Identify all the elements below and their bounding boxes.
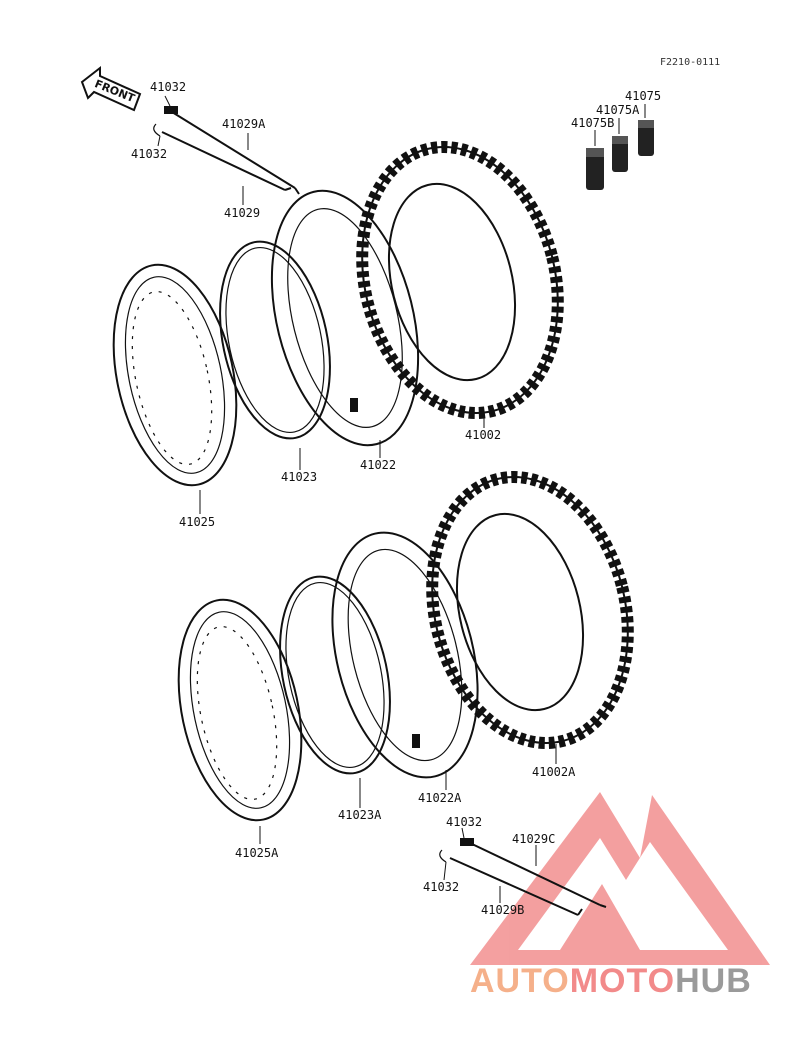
watermark-wordmark: AUTOMOTOHUB [470, 962, 800, 1001]
spoke-nipple-41075 [638, 120, 654, 156]
watermark-auto: AUTO [470, 962, 570, 1000]
tube-41022A [331, 531, 479, 779]
spoke-41029 [153, 123, 292, 191]
label-41029A: 41029A [222, 117, 266, 131]
label-41025A: 41025A [235, 846, 279, 860]
label-41022: 41022 [360, 458, 396, 472]
tube-41022 [270, 189, 420, 447]
diagram-code: F2210-0111 [660, 57, 720, 68]
spoke-41029C [460, 838, 607, 908]
spoke-41029B [439, 849, 583, 916]
label-41075A: 41075A [596, 103, 640, 117]
watermark-logo-icon [470, 792, 770, 965]
spoke-nipple-41075B [586, 148, 604, 190]
tire-41002 [356, 141, 564, 419]
label-41023: 41023 [281, 470, 317, 484]
rim-band-41023 [219, 240, 331, 440]
label-41025: 41025 [179, 515, 215, 529]
watermark-hub: HUB [675, 962, 752, 1000]
label-41075: 41075 [625, 89, 661, 103]
spoke-41029A [164, 106, 300, 195]
label-41032-top: 41032 [150, 80, 186, 94]
label-41075B: 41075B [571, 116, 614, 130]
label-41022A: 41022A [418, 791, 462, 805]
front-arrow-icon: FRONT [80, 65, 142, 112]
label-41023A: 41023A [338, 808, 382, 822]
label-41032-lower-bottom: 41032 [423, 880, 459, 894]
watermark-moto: MOTO [569, 962, 676, 1000]
rim-band-41023A [279, 575, 391, 775]
label-41029C: 41029C [512, 832, 555, 846]
label-41029: 41029 [224, 206, 260, 220]
spoke-nipple-41075A [612, 136, 628, 172]
label-41002A: 41002A [532, 765, 576, 779]
rim-41025 [112, 263, 238, 487]
rim-41025A [177, 598, 303, 822]
tire-41002A [426, 471, 634, 749]
label-41002: 41002 [465, 428, 501, 442]
label-41032-second: 41032 [131, 147, 167, 161]
label-41029B: 41029B [481, 903, 524, 917]
label-41032-lower-top: 41032 [446, 815, 482, 829]
